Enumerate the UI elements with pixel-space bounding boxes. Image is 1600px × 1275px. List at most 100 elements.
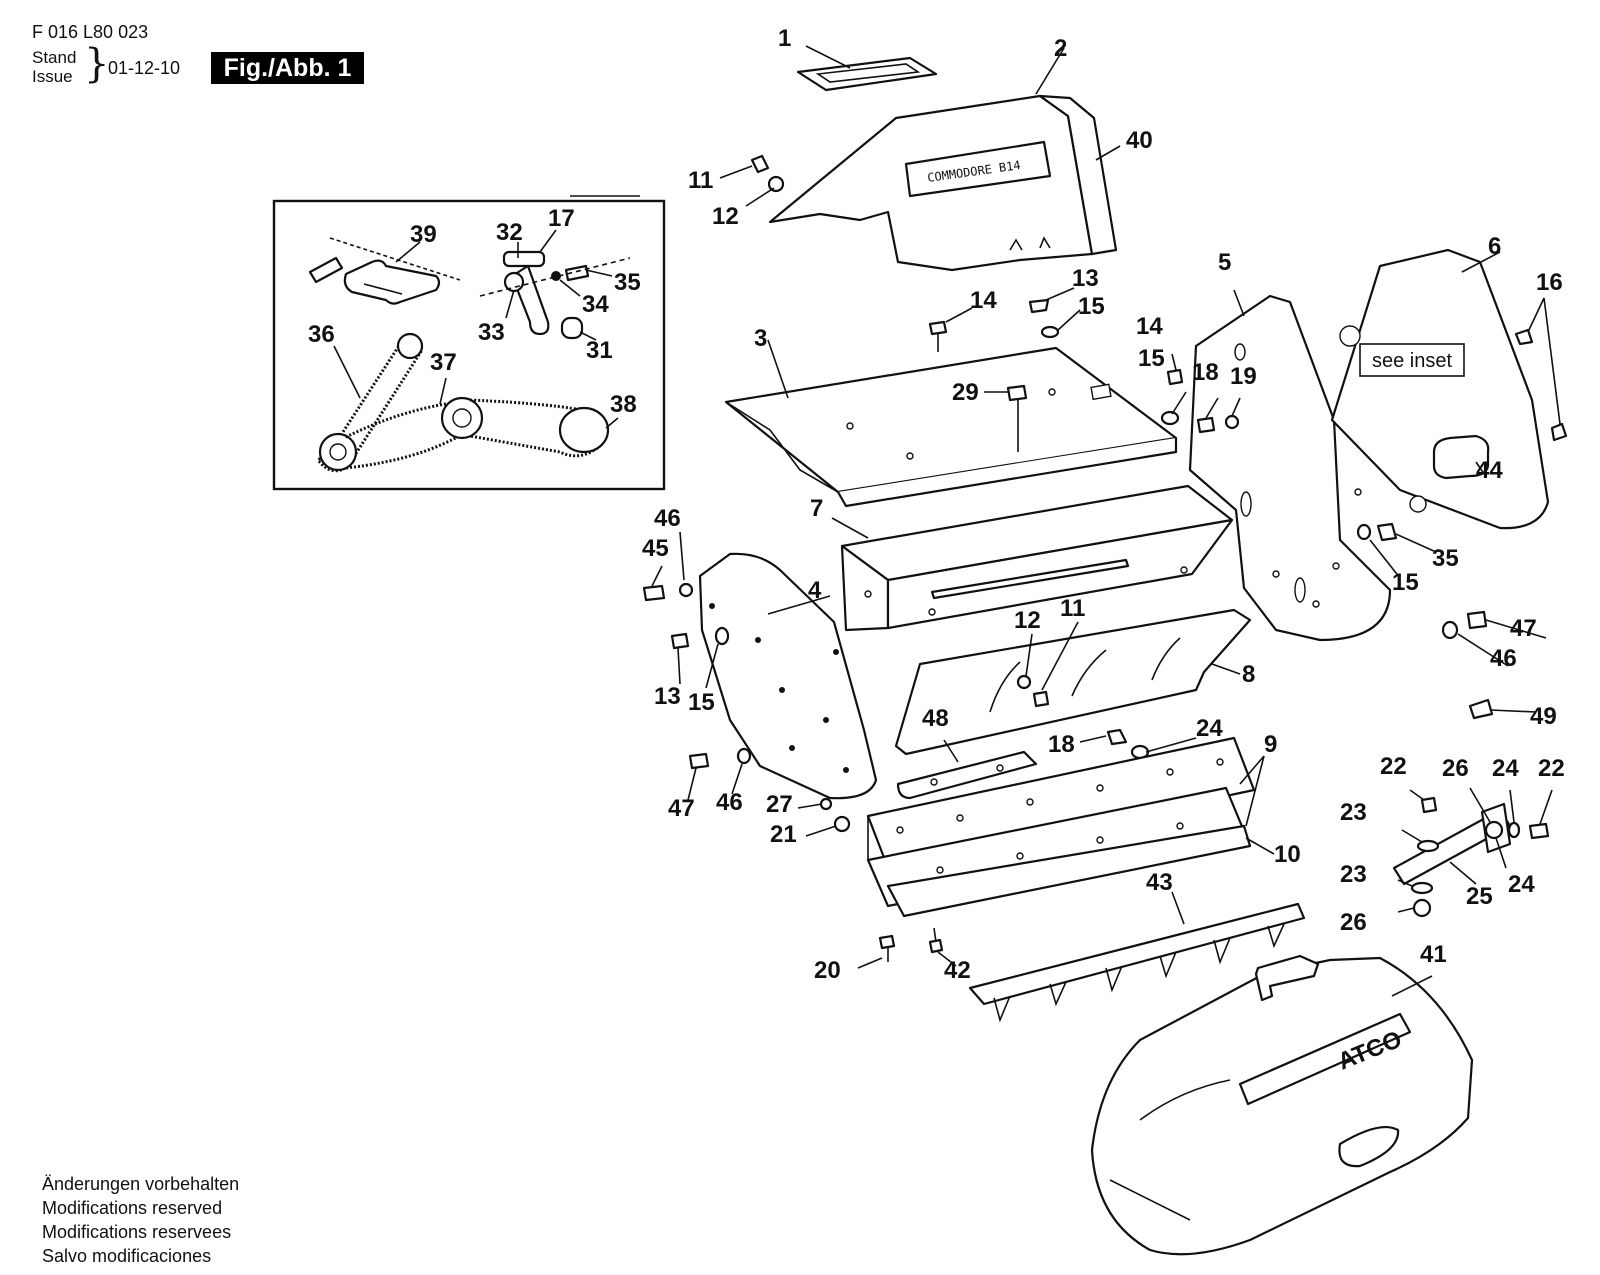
bar-hole	[1026, 798, 1034, 806]
callout: 11	[1060, 595, 1085, 622]
bolt-45	[642, 584, 666, 602]
modifications-notice: Änderungen vorbehalten Modifications res…	[42, 1172, 239, 1268]
leader-15b	[1171, 391, 1187, 415]
callout: 44	[1476, 457, 1503, 484]
leader-27	[797, 803, 823, 809]
leader-23b	[1397, 879, 1413, 887]
bolt-35	[1376, 522, 1398, 542]
callout: 12	[1014, 607, 1041, 634]
leader-47a	[687, 767, 697, 801]
callout: 21	[770, 821, 797, 848]
blade-43	[968, 902, 1306, 1006]
grass-box	[1090, 956, 1474, 1256]
callout: 19	[1230, 363, 1257, 390]
plate-3-slot	[1090, 383, 1112, 401]
bolt-13	[1028, 298, 1050, 314]
leader-13b	[677, 647, 681, 685]
side-plate-hole	[1234, 343, 1246, 361]
leader-37	[439, 377, 447, 405]
bolt-14b	[1166, 368, 1184, 386]
bar-hole	[956, 814, 964, 822]
callout: 43	[1146, 869, 1173, 896]
leader-36	[333, 345, 361, 399]
leader-12b	[1025, 633, 1033, 677]
washer-15	[1040, 325, 1060, 339]
callout: 41	[1420, 941, 1447, 968]
leader-45	[651, 565, 663, 587]
bracket-hole	[930, 778, 938, 786]
plate-3-group	[724, 287, 1178, 508]
callout: 17	[548, 205, 575, 232]
callout: 24	[1508, 871, 1535, 898]
callout: 11	[688, 167, 713, 194]
leader-9b	[1245, 755, 1265, 827]
issue-label: Issue	[32, 67, 73, 86]
callout: 42	[944, 957, 971, 984]
chute-8	[894, 608, 1252, 756]
leader-17	[539, 229, 557, 253]
bar-hole	[1096, 836, 1104, 844]
leader-46b	[731, 763, 743, 795]
strip-plate	[886, 824, 1252, 918]
leader-25	[1449, 861, 1477, 885]
callout: 22	[1380, 753, 1407, 780]
bolt-11b	[1032, 690, 1050, 708]
bolt-11	[750, 154, 770, 174]
side-plate-4-hole	[779, 687, 785, 693]
bar-hole	[1016, 852, 1024, 860]
leader-8	[1211, 663, 1241, 675]
chute-8-ribs	[989, 637, 1181, 713]
right-side-group: see inset	[1160, 248, 1568, 642]
leader-23a	[1401, 829, 1423, 843]
callout: 32	[496, 219, 523, 246]
bolt-14	[928, 320, 948, 336]
plate-3-edge	[837, 438, 1178, 508]
screw-42-shank	[933, 927, 937, 943]
callout: 24	[1492, 755, 1519, 782]
bolt-47a	[688, 752, 710, 770]
callout: 46	[654, 505, 681, 532]
bolt-49	[1468, 698, 1494, 720]
sprocket-large	[558, 406, 610, 454]
tensioner-pin	[502, 250, 546, 268]
callout: 7	[810, 495, 823, 522]
grass-box-handle	[1254, 954, 1320, 1002]
callout-labels: 1 2 40 11 12 39 32 17 35 34 33 31 36 37 …	[308, 25, 1565, 984]
callout: 25	[1466, 883, 1493, 910]
bolt-18	[1196, 416, 1216, 434]
screw-27	[819, 797, 833, 811]
washer-46b	[736, 747, 752, 765]
housing-hole	[1180, 566, 1188, 574]
leader-34	[559, 279, 581, 297]
angle-bar-10-holes	[936, 822, 1184, 874]
leader-48	[943, 739, 959, 763]
note-fr: Modifications reservees	[42, 1222, 232, 1242]
leader-16b	[1543, 297, 1561, 425]
screw-20	[878, 934, 896, 950]
leader-46c	[1457, 633, 1509, 667]
callout: 8	[1242, 661, 1255, 688]
side-plate-slot	[1294, 577, 1306, 603]
side-cover-boss	[1409, 495, 1427, 513]
side-cover-boss	[1339, 325, 1361, 347]
note-de: Änderungen vorbehalten	[42, 1174, 240, 1194]
callout: 35	[1432, 545, 1459, 572]
callout: 15	[1138, 345, 1165, 372]
callout: 1	[778, 25, 791, 52]
leader-13a	[1045, 287, 1075, 301]
leader-42	[937, 951, 957, 967]
angle-bar-9-upper	[866, 736, 1256, 870]
leader-19	[1231, 397, 1241, 417]
callout: 46	[1490, 645, 1517, 672]
leader-40	[1095, 145, 1121, 161]
callout: 23	[1340, 799, 1367, 826]
side-plate-slot	[1240, 491, 1252, 517]
leader-2	[1035, 47, 1065, 95]
callout: 26	[1442, 755, 1469, 782]
blade-43-teeth	[993, 923, 1285, 1023]
bolt-22b	[1528, 822, 1550, 840]
leader-43	[1171, 891, 1185, 925]
callout: 37	[430, 349, 457, 376]
callout: 14	[970, 287, 997, 314]
callout: 9	[1264, 731, 1277, 758]
